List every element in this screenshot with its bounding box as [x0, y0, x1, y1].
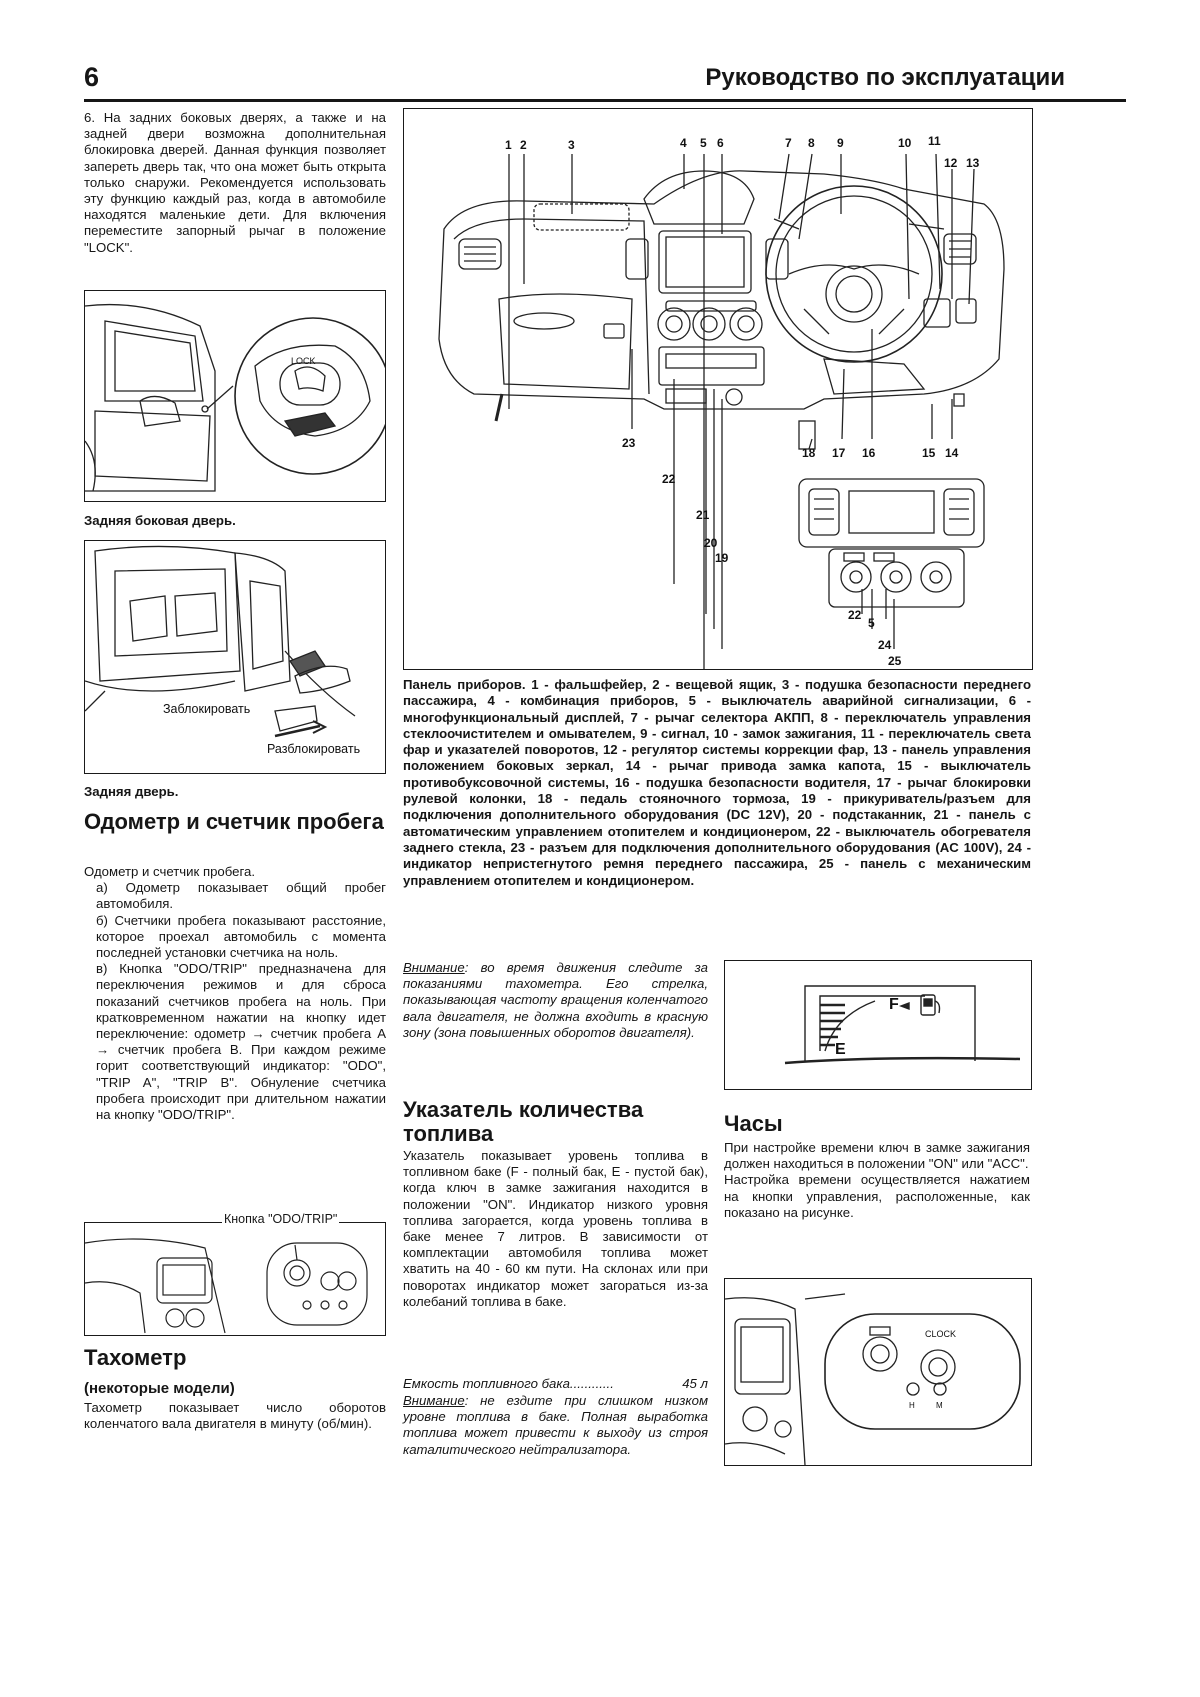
figure-clock: CLOCK H M [724, 1278, 1032, 1466]
clock-button-h-label: H [909, 1401, 915, 1410]
side-door-illustration: LOCK [85, 303, 385, 492]
fuel-capacity-value: 45 л [682, 1376, 708, 1391]
callout-16: 16 [862, 446, 876, 460]
heading-fuel: Указатель количества топлива [403, 1097, 644, 1146]
odo-button-label: Кнопка "ODO/TRIP" [222, 1212, 340, 1226]
clock-label: CLOCK [925, 1329, 956, 1339]
odometer-text: Одометр и счетчик пробега. а) Одометр по… [84, 864, 386, 1123]
callout-8: 8 [808, 136, 815, 150]
clock-text1: При настройке времени ключ в замке зажиг… [724, 1140, 1030, 1172]
clock-button-m-label: M [936, 1401, 943, 1410]
caption-side-door: Задняя боковая дверь. [84, 513, 236, 528]
odometer-p2: а) Одометр показывает общий пробег автом… [96, 880, 386, 912]
callout-4: 4 [680, 136, 687, 150]
heading-odometer: Одометр и счетчик пробега [84, 809, 384, 834]
figure-side-door: LOCK [84, 290, 386, 502]
header-rule [84, 99, 1126, 102]
warning-tachometer-text: : во время движения следите за показания… [403, 960, 708, 1040]
figure-odo-button [84, 1222, 386, 1336]
callout-11: 11 [928, 134, 941, 148]
callout-14: 14 [945, 446, 959, 460]
fuel-gauge-illustration: F E [784, 985, 1021, 1065]
callout-21: 21 [696, 508, 710, 522]
lock-label: LOCK [291, 356, 316, 366]
clock-text: При настройке времени ключ в замке зажиг… [724, 1140, 1030, 1221]
callout-6: 6 [717, 136, 724, 150]
fuel-capacity-dots: ............ [569, 1376, 614, 1391]
fuel-f-label: F [889, 996, 899, 1013]
figure-fuel-gauge: F E [724, 960, 1032, 1090]
odometer-p4: в) Кнопка "ODO/TRIP" предназначена для п… [96, 961, 386, 1123]
callout-15: 15 [922, 446, 936, 460]
fuel-text: Указатель показывает уровень топлива в т… [403, 1148, 708, 1309]
clock-illustration: CLOCK H M [725, 1293, 1021, 1465]
callout-7: 7 [785, 136, 792, 150]
fuel-capacity: Емкость топливного бака............ 45 л [403, 1376, 708, 1392]
inset-callout-5: 5 [868, 616, 875, 630]
tachometer-text: Тахометр показывает число оборотов колен… [84, 1400, 386, 1432]
odometer-p3: б) Счетчики пробега показывают расстояни… [96, 912, 386, 961]
caption-rear-door: Задняя дверь. [84, 784, 179, 799]
dashboard-illustration: 1 2 3 4 5 6 7 8 9 10 11 12 13 14 15 16 1… [438, 134, 1005, 669]
warning-fuel-label: Внимание [403, 1393, 465, 1408]
dashboard-callouts: 1 2 3 4 5 6 7 8 9 10 11 12 13 14 15 16 1… [505, 134, 980, 668]
callout-5: 5 [700, 136, 707, 150]
callout-10: 10 [898, 136, 912, 150]
rear-door-illustration: Заблокировать Разблокировать [85, 545, 360, 756]
figure-dashboard: 1 2 3 4 5 6 7 8 9 10 11 12 13 14 15 16 1… [403, 108, 1033, 670]
callout-19: 19 [715, 551, 729, 565]
heading-clock: Часы [724, 1111, 783, 1136]
unlock-label: Разблокировать [267, 742, 360, 756]
warning-tachometer: Внимание: во время движения следите за п… [403, 960, 708, 1041]
callout-18: 18 [802, 446, 816, 460]
callout-23: 23 [622, 436, 636, 450]
callout-3: 3 [568, 138, 575, 152]
callout-22: 22 [662, 472, 676, 486]
lock-label: Заблокировать [163, 702, 250, 716]
odometer-p1: Одометр и счетчик пробега. [84, 864, 256, 879]
odo-button-illustration [85, 1238, 368, 1334]
callout-1: 1 [505, 138, 512, 152]
fuel-e-label: E [835, 1041, 846, 1058]
warning-fuel: Внимание: не ездите при слишком низком у… [403, 1393, 708, 1458]
page-number: 6 [84, 62, 100, 92]
figure-rear-door: Заблокировать Разблокировать [84, 540, 386, 774]
callout-12: 12 [944, 156, 958, 170]
callout-20: 20 [704, 536, 718, 550]
inset-callout-22: 22 [848, 608, 862, 622]
page-title: Руководство по эксплуатации [705, 64, 1065, 91]
warning-tachometer-label: Внимание [403, 960, 465, 975]
warning-fuel-text: : не ездите при слишком низком уровне то… [403, 1393, 708, 1457]
tachometer-subheading: (некоторые модели) [84, 1380, 235, 1397]
callout-2: 2 [520, 138, 527, 152]
callout-13: 13 [966, 156, 980, 170]
callout-9: 9 [837, 136, 844, 150]
heading-tachometer: Тахометр [84, 1345, 187, 1370]
inset-callout-24: 24 [878, 638, 892, 652]
callout-17: 17 [832, 446, 846, 460]
dashboard-caption: Панель приборов. 1 - фальшфейер, 2 - вещ… [403, 677, 1031, 888]
fuel-capacity-label: Емкость топливного бака [403, 1376, 570, 1391]
inset-callout-25: 25 [888, 654, 902, 668]
intro-paragraph: 6. На задних боковых дверях, а также и н… [84, 110, 386, 255]
clock-text2: Настройка времени осуществляется нажатие… [724, 1172, 1030, 1220]
